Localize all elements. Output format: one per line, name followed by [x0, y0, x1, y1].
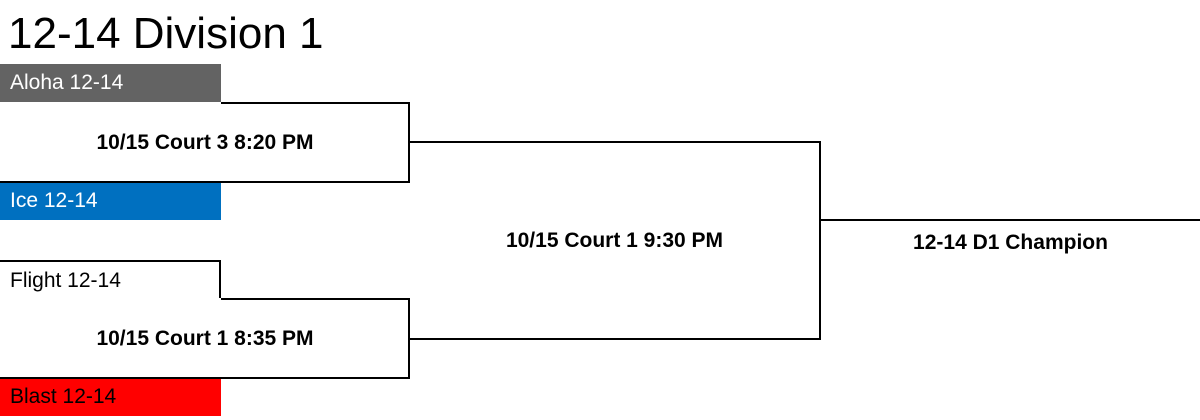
semifinal-1-top-line: [221, 102, 410, 104]
final-connector-line: [819, 141, 821, 340]
semifinal-2-right-line: [408, 298, 410, 378]
semifinal-1-advance-line: [410, 141, 821, 143]
semifinal-1-bottom-line: [0, 181, 410, 183]
semifinal-2-top-line: [221, 298, 410, 300]
team-slot-ice: Ice 12-14: [0, 182, 221, 220]
team-slot-flight: Flight 12-14: [0, 260, 221, 298]
semifinal-2-label: 10/15 Court 1 8:35 PM: [96, 327, 314, 350]
semifinal-1-label: 10/15 Court 3 8:20 PM: [96, 131, 314, 154]
final-label: 10/15 Court 1 9:30 PM: [505, 229, 724, 252]
team-slot-aloha: Aloha 12-14: [0, 64, 221, 102]
semifinal-2-advance-line: [410, 338, 821, 340]
semifinal-1-right-line: [408, 102, 410, 182]
bracket-title: 12-14 Division 1: [8, 9, 324, 58]
team-slot-blast: Blast 12-14: [0, 378, 221, 416]
semifinal-2-bottom-line: [0, 377, 410, 379]
champion-label: 12-14 D1 Champion: [913, 231, 1108, 254]
champion-line: [821, 219, 1200, 221]
